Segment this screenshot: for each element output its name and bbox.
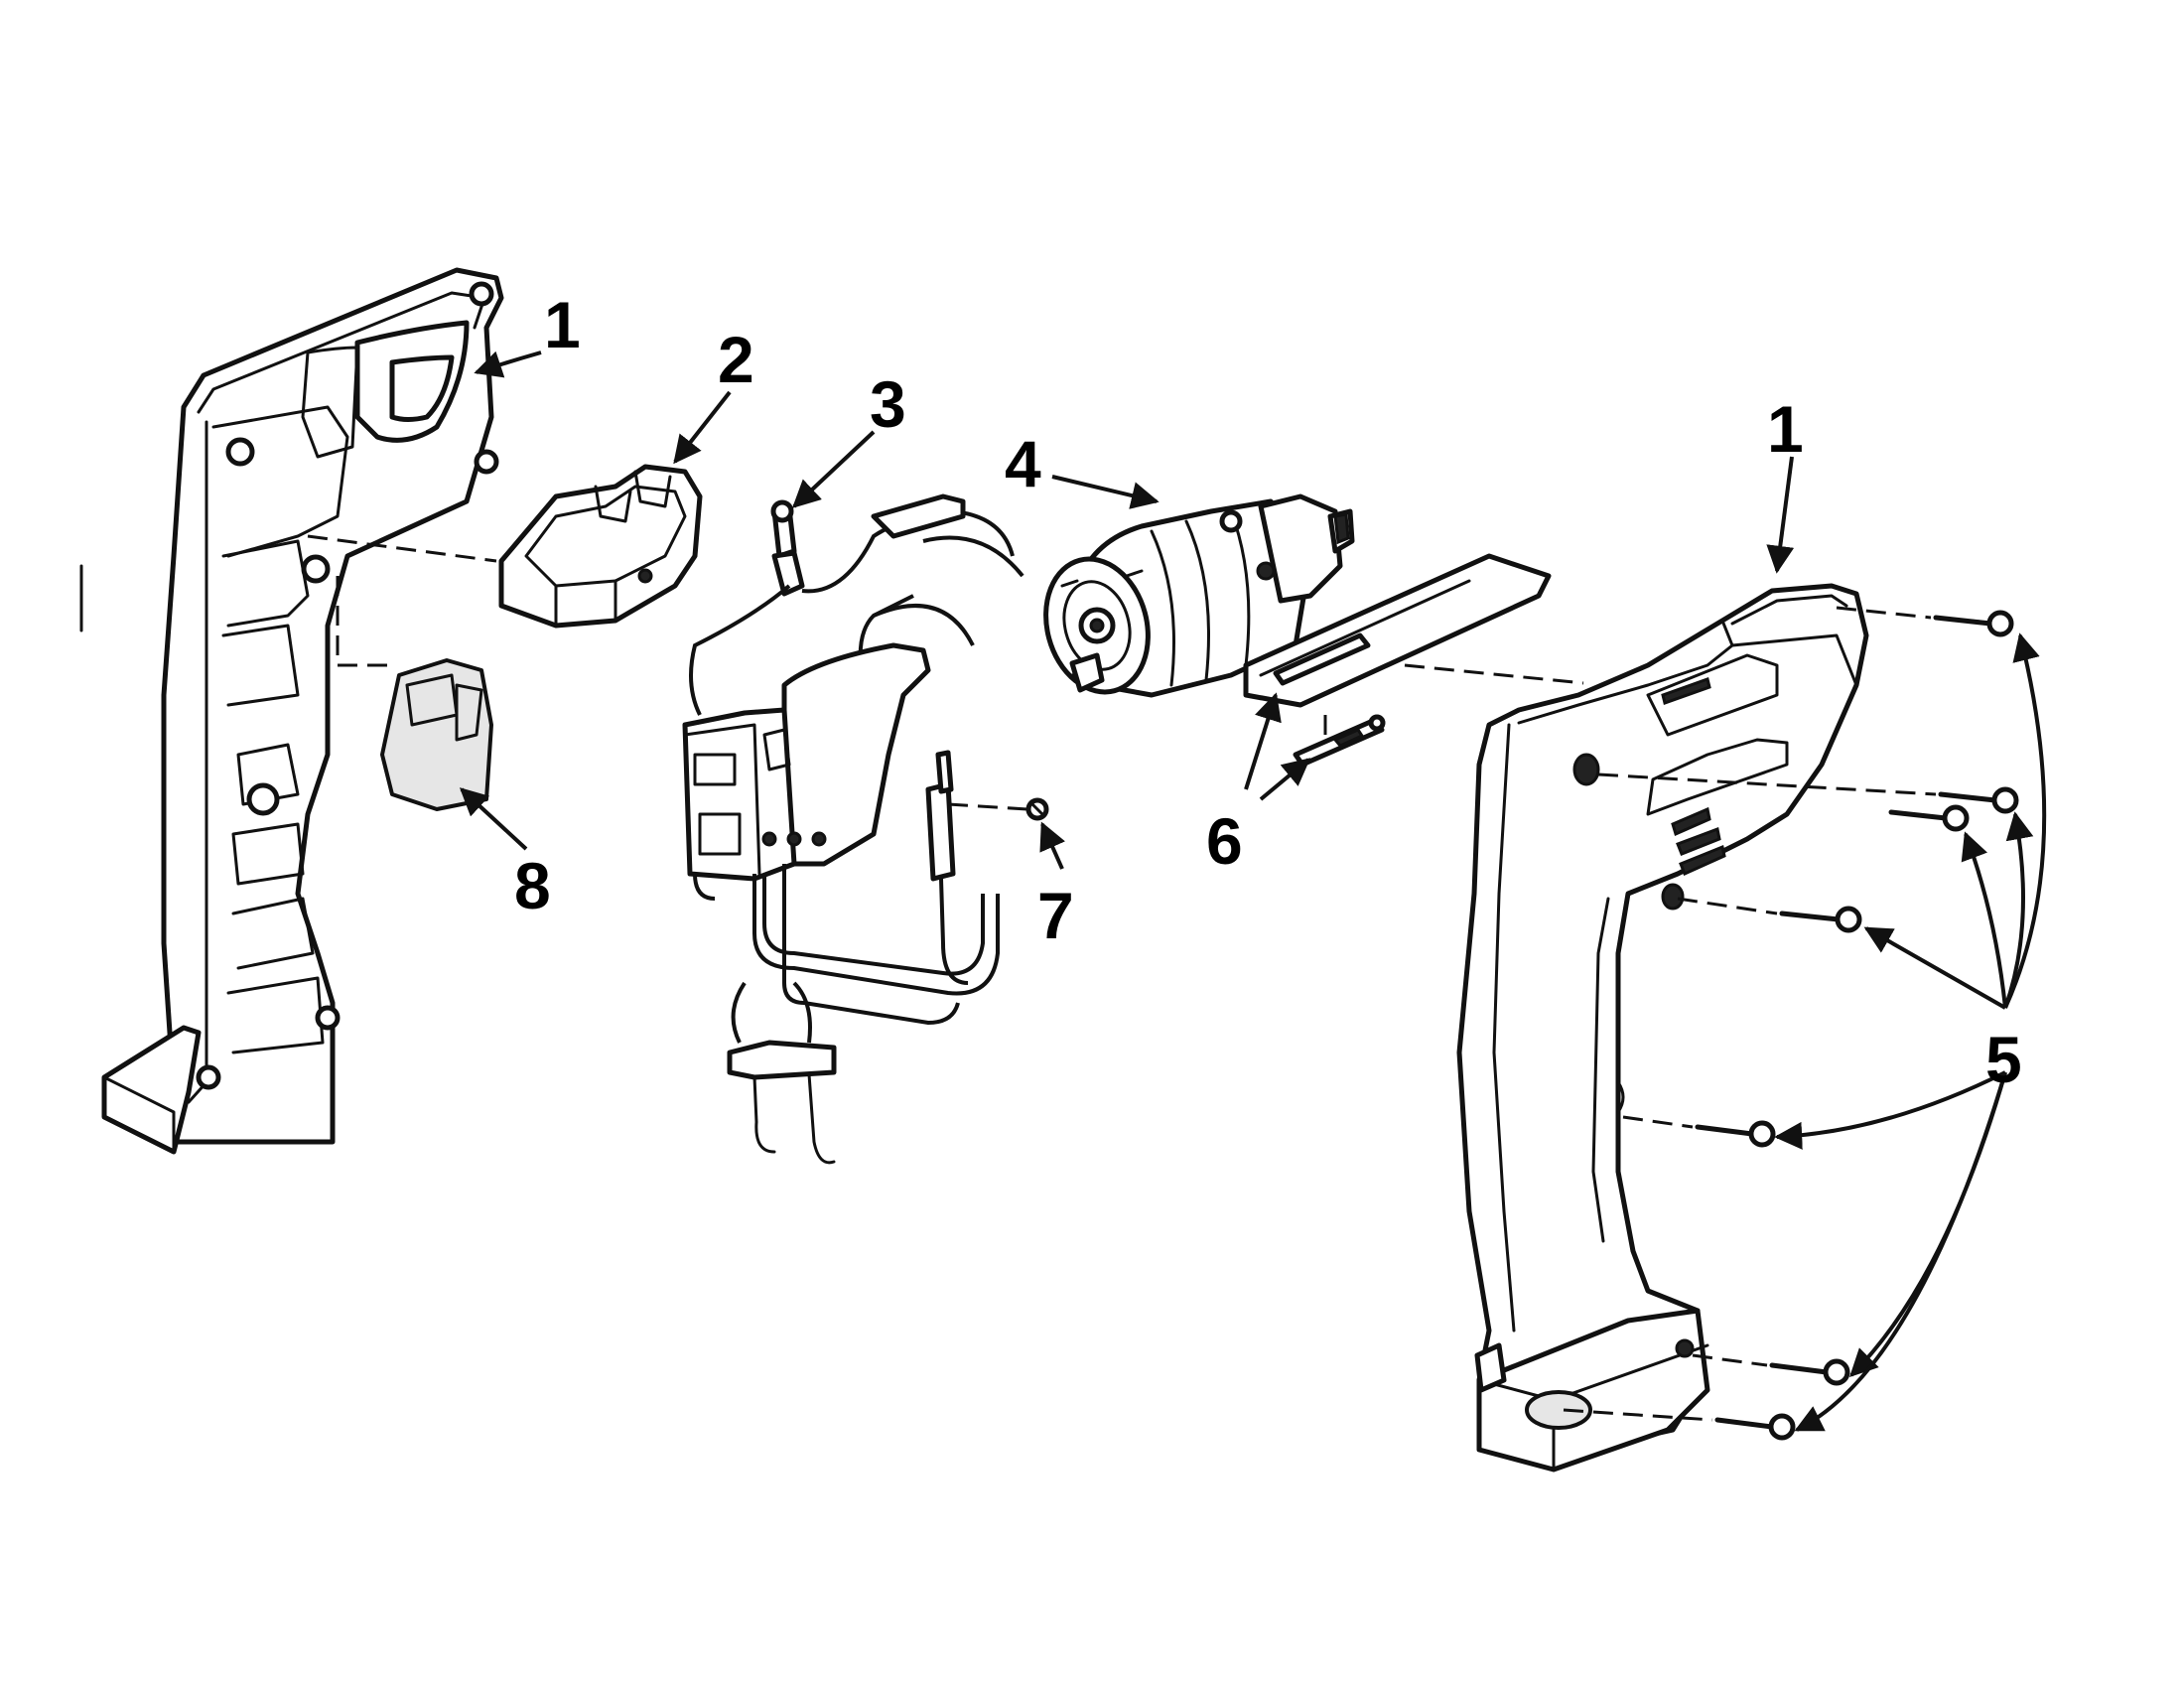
callout-1-right: 1: [1767, 392, 1804, 466]
callout-4: 4: [1005, 427, 1041, 500]
leader-lines: [459, 351, 2047, 1432]
terminal-screw: [1025, 797, 1049, 821]
screw-boss: [315, 1005, 341, 1031]
left-housing-half: [79, 267, 504, 1155]
callout-7: 7: [1037, 879, 1074, 952]
screw-boss: [196, 1064, 221, 1090]
screw: [1938, 786, 2019, 814]
callout-6: 6: [1206, 804, 1243, 878]
screw-boss: [246, 782, 280, 816]
screw: [1933, 610, 2014, 637]
screw: [1779, 906, 1862, 933]
screw: [1695, 1120, 1776, 1148]
switch-bracket: [498, 464, 703, 629]
switch-wiring-assembly: [682, 493, 1024, 1165]
direction-slider: [380, 658, 493, 811]
callout-8: 8: [514, 849, 551, 922]
screw-boss: [474, 449, 499, 475]
callout-1-left: 1: [544, 288, 581, 361]
screw: [1888, 804, 1970, 832]
callout-3: 3: [870, 367, 906, 441]
screw-boss: [225, 437, 255, 467]
level-pin: [1293, 714, 1386, 768]
callout-5: 5: [1985, 1023, 2022, 1096]
right-housing-half: [1456, 583, 1869, 1473]
screw: [1714, 1413, 1796, 1441]
housing-screws: [1695, 610, 2019, 1441]
callout-2: 2: [718, 323, 754, 396]
screw-boss: [301, 554, 331, 584]
screw-boss: [469, 281, 494, 307]
alignment-lines: [307, 534, 1937, 1422]
callout-labels: 1 2 3 4 1 5 6 7 8: [514, 288, 2022, 1096]
screw: [1769, 1358, 1850, 1386]
